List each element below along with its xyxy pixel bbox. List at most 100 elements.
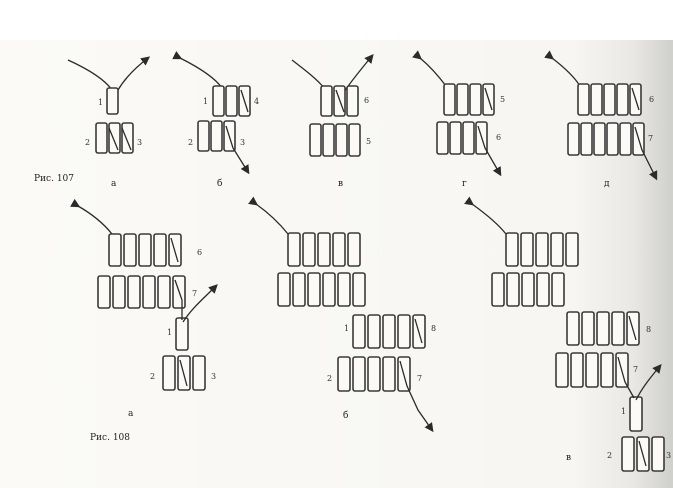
thread	[291, 59, 325, 89]
fig107-part-d: 5 6 г	[412, 50, 505, 189]
figure-caption: Рис. 107	[34, 174, 74, 184]
bead	[567, 122, 580, 156]
bead	[397, 314, 411, 349]
bead	[520, 232, 534, 267]
bead-label: 6	[197, 248, 202, 257]
bead	[197, 120, 210, 152]
fig108-part-b: 1 8 2 7 б	[248, 196, 436, 430]
bead-label: 2	[85, 138, 90, 147]
bead	[565, 232, 579, 267]
bead	[175, 317, 189, 351]
bead	[616, 83, 629, 116]
bead	[629, 396, 643, 432]
bead	[346, 85, 359, 117]
thread-arrow	[412, 50, 447, 87]
bead-label: 1	[344, 324, 349, 333]
bead	[108, 233, 122, 267]
bead	[436, 121, 449, 155]
bead	[347, 232, 361, 267]
bead-label: 3	[240, 138, 245, 147]
bead	[570, 352, 584, 388]
part-letter: а	[128, 409, 134, 419]
fig108-part-c: 8 7 1 2 3 в	[464, 196, 671, 472]
bead	[443, 83, 456, 116]
bead	[593, 122, 606, 156]
bead-label: 6	[364, 96, 369, 105]
bead	[106, 87, 119, 115]
bead	[127, 275, 141, 309]
bead-label: 7	[648, 134, 653, 143]
thread	[638, 440, 647, 467]
bead	[536, 272, 550, 307]
bead-label: 3	[666, 451, 671, 460]
fig107-part-a: 1 2 3 а	[67, 56, 151, 189]
bead-label: 7	[192, 289, 197, 298]
bead-label: 4	[254, 97, 259, 106]
bead-label: 2	[607, 451, 612, 460]
thread-arrow	[225, 89, 248, 172]
bead	[456, 83, 469, 116]
bead	[337, 272, 351, 307]
bead-label: 7	[633, 365, 638, 374]
part-letter: в	[338, 179, 343, 189]
bead	[651, 436, 665, 472]
bead	[551, 272, 565, 307]
bead	[138, 233, 152, 267]
part-letter: б	[343, 410, 348, 421]
bead	[521, 272, 535, 307]
bead	[302, 232, 316, 267]
part-letter: б	[217, 178, 222, 189]
bead	[382, 356, 396, 392]
bead	[462, 121, 475, 155]
bead	[192, 355, 206, 391]
bead	[581, 311, 595, 346]
bead	[550, 232, 564, 267]
part-letter: д	[604, 179, 610, 189]
bead	[611, 311, 625, 346]
bead	[367, 356, 381, 392]
bead	[603, 83, 616, 116]
bead	[491, 272, 505, 307]
thread-arrow	[248, 196, 289, 235]
bead	[505, 232, 519, 267]
bead-label: 7	[417, 374, 422, 383]
bead-label: 1	[621, 407, 626, 416]
thread-arrow	[631, 87, 656, 178]
bead	[606, 122, 619, 156]
bead-label: 1	[203, 97, 208, 106]
bead	[367, 314, 381, 349]
bead	[621, 436, 635, 472]
part-letter: в	[566, 453, 571, 463]
bead-label: 3	[137, 138, 142, 147]
bead-label: 6	[649, 95, 654, 104]
thread	[179, 359, 188, 387]
bead-label: 5	[500, 95, 505, 104]
bead	[97, 275, 111, 309]
bead	[352, 272, 366, 307]
thread-arrow	[464, 196, 507, 235]
thread-arrow	[70, 198, 113, 235]
fig107-part-b: 1 4 2 3 б	[172, 51, 259, 189]
bead	[210, 120, 223, 152]
bead-label: 2	[327, 374, 332, 383]
bead	[585, 352, 599, 388]
bead	[535, 232, 549, 267]
bead	[337, 356, 351, 392]
part-letter: г	[462, 179, 467, 189]
bead	[590, 83, 603, 116]
figure-caption: Рис. 108	[90, 433, 130, 443]
bead	[322, 272, 336, 307]
bead	[142, 275, 156, 309]
bead	[506, 272, 520, 307]
bead-label: 2	[188, 138, 193, 147]
bead	[596, 311, 610, 346]
bead	[277, 272, 291, 307]
bead	[449, 121, 462, 155]
thread-arrow	[117, 56, 151, 91]
bead	[309, 123, 322, 157]
bead-label: 5	[366, 137, 371, 146]
bead	[577, 83, 590, 116]
thread-arrow	[343, 54, 374, 93]
